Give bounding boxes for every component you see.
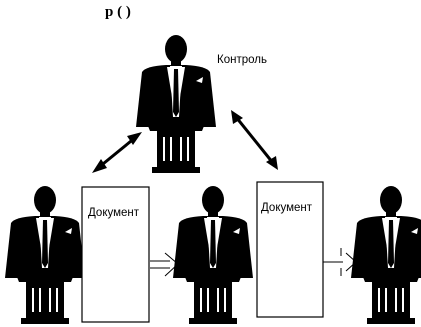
document-label-1: Документ (88, 207, 140, 219)
document-box-2 (256, 181, 324, 318)
speaker-figure-right (351, 186, 421, 324)
double-arrow-right (231, 110, 278, 170)
speaker-figure-top (136, 35, 216, 173)
header-fragment: р ( ) (105, 4, 131, 20)
speaker-figure-middle (173, 186, 253, 324)
hollow-arrow-1 (150, 252, 179, 277)
double-arrow-left (92, 132, 142, 173)
control-label: Контроль (217, 54, 267, 66)
document-box-1 (81, 186, 150, 323)
split-arrow-2 (323, 248, 357, 276)
speaker-figure-left (5, 186, 85, 324)
document-label-2: Документ (261, 202, 313, 214)
